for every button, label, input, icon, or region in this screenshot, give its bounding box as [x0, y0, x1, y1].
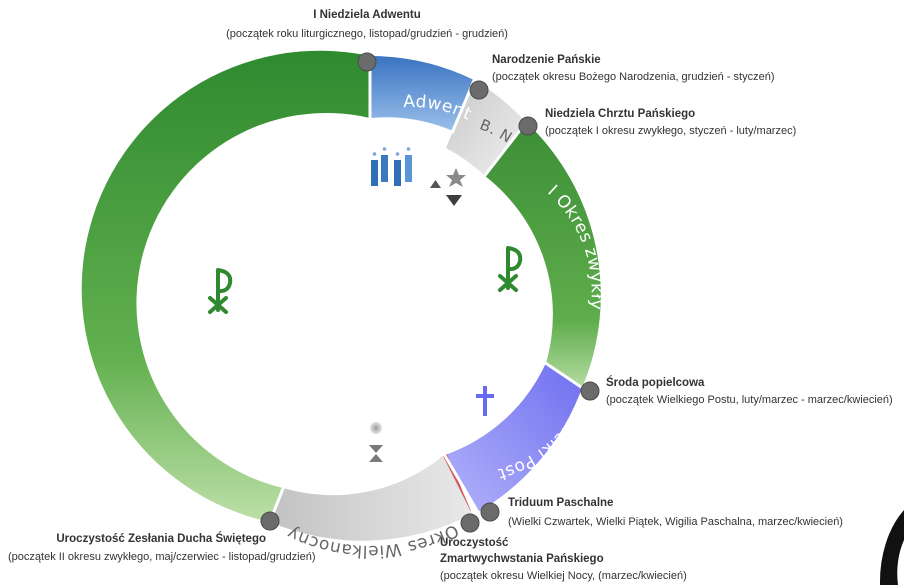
annotation-zmartwychwstanie-subtitle: (początek okresu Wielkiej Nocy, (marzec/…: [440, 570, 687, 582]
candles-icon: [371, 147, 412, 186]
annotation-sroda-title: Środa popielcowa: [606, 376, 705, 389]
cross-icon: [476, 386, 494, 416]
marker-narodzenie: [469, 80, 489, 100]
star-of-bethlehem-icon: [430, 168, 466, 206]
annotation-triduum-title: Triduum Paschalne: [508, 497, 613, 509]
marker-adwent: [357, 52, 377, 72]
segment-adwent: [370, 56, 474, 131]
marker-zeslanie: [260, 511, 280, 531]
segment-wielki-post: [445, 363, 582, 512]
host-chalice-icon: [369, 422, 383, 462]
annotation-zeslanie-subtitle: (początek II okresu zwykłego, maj/czerwi…: [8, 551, 316, 563]
annotation-adwent-subtitle: (początek roku liturgicznego, listopad/g…: [226, 28, 508, 40]
marker-triduum: [480, 502, 500, 522]
annotation-narodzenie-title: Narodzenie Pańskie: [492, 54, 601, 66]
annotation-adwent-title: I Niedziela Adwentu: [313, 9, 421, 21]
chi-rho-icon: [498, 246, 523, 292]
marker-zmartwychwstanie: [460, 513, 480, 533]
annotation-zmartwychwstanie-title2: Zmartwychwstania Pańskiego: [440, 553, 604, 565]
annotation-sroda-subtitle: (początek Wielkiego Postu, luty/marzec -…: [606, 394, 893, 406]
chi-rho-icon: [208, 268, 233, 314]
annotation-chrzest-title: Niedziela Chrztu Pańskiego: [545, 108, 695, 120]
annotation-zmartwychwstanie-title: Uroczystość: [440, 537, 509, 549]
segment-okres-wielkanocny: [270, 456, 472, 541]
marker-chrzest: [518, 116, 538, 136]
annotation-narodzenie-subtitle: (początek okresu Bożego Narodzenia, grud…: [492, 71, 774, 83]
segment-bn: [446, 80, 526, 176]
decorative-arc: [879, 510, 904, 585]
segment-okres2: [81, 50, 371, 523]
boundary-markers: [260, 52, 600, 533]
annotation-chrzest-subtitle: (początek I okresu zwykłego, styczeń - l…: [545, 125, 796, 137]
annotation-zeslanie-title: Uroczystość Zesłania Ducha Świętego: [56, 532, 266, 545]
marker-sroda-popielcowa: [580, 381, 600, 401]
segment-okres1: [485, 122, 601, 388]
annotation-triduum-subtitle: (Wielki Czwartek, Wielki Piątek, Wigilia…: [508, 516, 843, 528]
